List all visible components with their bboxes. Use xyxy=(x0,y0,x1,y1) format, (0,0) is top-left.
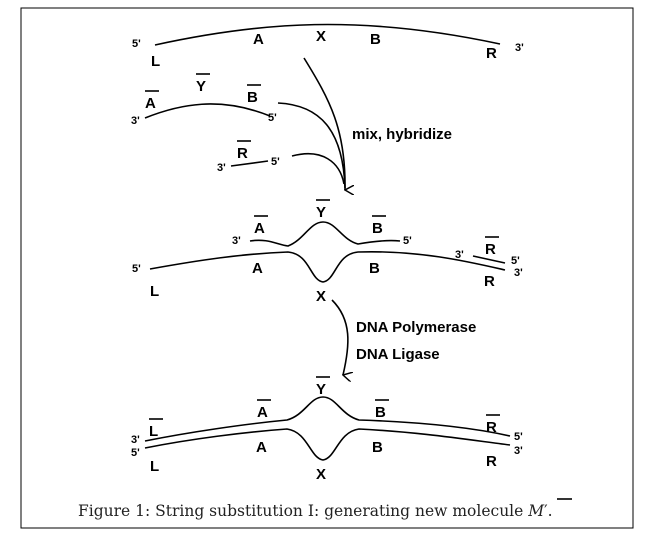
label-y-bar: Y xyxy=(196,78,206,95)
end-label: 5' xyxy=(511,255,520,267)
end-label: 5' xyxy=(132,263,141,275)
arrow-mix: mix, hybridize xyxy=(277,57,452,190)
label-l: L xyxy=(151,53,160,70)
arrow-polymerase: DNA Polymerase DNA Ligase xyxy=(331,299,476,375)
end-label: 3' xyxy=(514,267,523,279)
end-label: 3' xyxy=(455,249,464,261)
figure-caption: Figure 1: String substitution I: generat… xyxy=(78,498,572,520)
label-b: B xyxy=(372,439,383,456)
label-r-bar: R xyxy=(237,145,248,162)
label-a-bar: A xyxy=(145,95,156,112)
label-b: B xyxy=(370,31,381,48)
fragment-r-strand xyxy=(472,255,506,264)
fragment-a-y-b xyxy=(144,103,271,119)
annotation-mix: mix, hybridize xyxy=(352,126,452,143)
bottom-strand xyxy=(144,428,511,461)
label-a: A xyxy=(252,260,263,277)
end-label: 3' xyxy=(515,42,524,54)
caption-line: Figure 1: String substitution I: generat… xyxy=(78,502,553,520)
stage-2: 3' 5' A Y B 3' 5' R xyxy=(131,73,280,174)
label-a-bar: A xyxy=(254,220,265,237)
label-b-bar: B xyxy=(375,404,386,421)
label-b: B xyxy=(369,260,380,277)
label-r: R xyxy=(486,45,497,62)
arrow-curve xyxy=(291,152,345,185)
label-x: X xyxy=(316,28,326,45)
label-y-bar: Y xyxy=(316,381,326,398)
end-label: 5' xyxy=(131,447,140,459)
arrow-curve xyxy=(277,102,346,189)
figure-frame xyxy=(20,7,634,529)
caption-end: . xyxy=(548,502,553,520)
end-label: 5' xyxy=(268,112,277,124)
label-y-bar: Y xyxy=(316,204,326,221)
label-x: X xyxy=(316,288,326,305)
label-l-bar: L xyxy=(149,423,158,440)
label-a: A xyxy=(253,31,264,48)
caption-symbol: M xyxy=(527,502,545,520)
stage-1: 5' 3' L A X B R xyxy=(132,23,524,70)
end-label: 5' xyxy=(514,431,523,443)
label-b-bar: B xyxy=(247,89,258,106)
end-label: 5' xyxy=(271,156,280,168)
label-a: A xyxy=(256,439,267,456)
annotation-polymerase: DNA Polymerase xyxy=(356,319,476,336)
label-r-bar: R xyxy=(485,241,496,258)
top-strand-lar xyxy=(154,23,501,46)
fragment-r xyxy=(230,160,269,167)
arrow-curve xyxy=(331,299,348,375)
end-label: 3' xyxy=(514,445,523,457)
stage-4: 3' 5' 5' 3' L A Y B R L A X B R xyxy=(131,376,523,483)
label-b-bar: B xyxy=(372,220,383,237)
arrow-curve xyxy=(303,57,345,190)
end-label: 5' xyxy=(403,235,412,247)
end-label: 3' xyxy=(131,115,140,127)
caption-text: Figure 1: String substitution I: generat… xyxy=(78,502,528,520)
stage-3: 5' 3' 5' 3' 5' 3' A Y B R L A X B R xyxy=(132,199,523,305)
label-r: R xyxy=(486,453,497,470)
end-label: 3' xyxy=(217,162,226,174)
label-l: L xyxy=(150,283,159,300)
end-label: 5' xyxy=(132,38,141,50)
fragment-strand xyxy=(249,221,401,247)
caption-prime: ′ xyxy=(544,502,548,520)
label-r: R xyxy=(484,273,495,290)
top-strand-new xyxy=(144,396,511,442)
label-l: L xyxy=(150,458,159,475)
label-a-bar: A xyxy=(257,404,268,421)
bottom-strand xyxy=(149,250,506,283)
label-x: X xyxy=(316,466,326,483)
end-label: 3' xyxy=(131,434,140,446)
end-label: 3' xyxy=(232,235,241,247)
annotation-ligase: DNA Ligase xyxy=(356,346,440,363)
label-r-bar: R xyxy=(486,419,497,436)
